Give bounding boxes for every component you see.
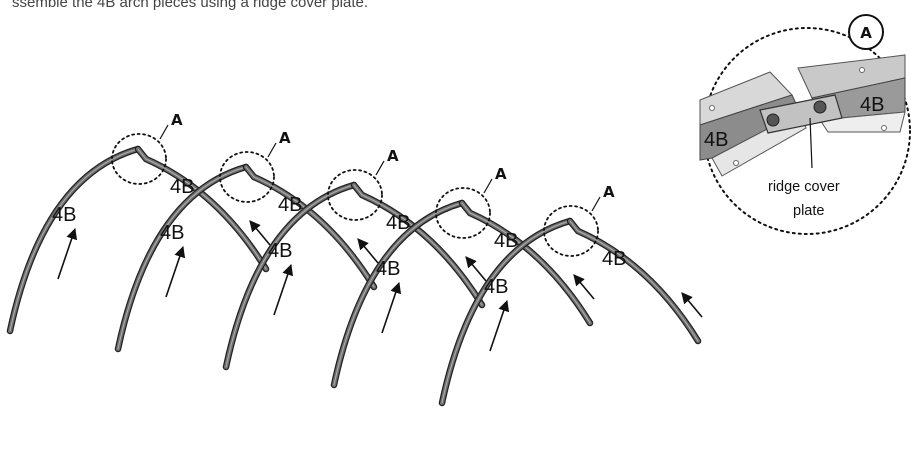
callout-leader [809,117,813,169]
arch-left-tube-highlight [333,202,463,386]
detail-leader [375,160,385,176]
arch-label-4b-right: 4B [386,212,410,234]
arch-right-tube-highlight [569,220,699,342]
assembly-arrow-left [165,245,186,298]
arch-right-tube-highlight [353,184,483,306]
arch-label-4b-left: 4B [484,276,508,298]
ridge-detail-circle [435,187,491,239]
detail-leader [483,178,493,194]
arch-left-tube-highlight [441,220,571,404]
ridge-detail-circle [111,133,167,185]
arch-frame: A 4B 4B [438,183,703,407]
arch-label-4b-left: 4B [268,240,292,262]
assembly-arrow-right [573,274,595,300]
arch-frame: A 4B 4B [330,165,595,389]
ridge-detail-circle [219,151,275,203]
detail-label-4b-right: 4B [860,94,884,116]
detail-view-a: 4B 4B ridge cover plate A [699,14,911,235]
detail-leader [267,142,277,158]
ridge-detail-circle [543,205,599,257]
bracket-hole-2 [733,160,739,166]
callout-label-line1: ridge cover [768,179,840,195]
arch-left-tube-highlight [225,184,355,368]
arch-label-4b-right: 4B [494,230,518,252]
arch-label-4b-right: 4B [278,194,302,216]
arch-frame: A 4B 4B [114,129,379,353]
arch-label-4b-left: 4B [160,222,184,244]
assembly-arrow-left [381,281,402,334]
detail-leader [591,196,601,212]
assembly-arrow-right [249,220,271,246]
assembly-arrow-left [489,299,510,352]
assembly-arrow-left [273,263,294,316]
bracket-hole-1 [709,105,715,111]
arch-right-tube-highlight [137,148,267,270]
arch-left-tube-highlight [9,148,139,332]
detail-marker-letter: A [860,24,872,42]
assembly-arrow-right [357,238,379,264]
arch-label-4b-left: 4B [376,258,400,280]
bracket-hole-3 [859,67,865,73]
assembly-arrow-left [57,227,78,280]
detail-leader [159,124,169,140]
arch-label-4b-left: 4B [52,204,76,226]
assembly-arrow-right [681,292,703,318]
arch-left-tube-highlight [117,166,247,350]
detail-marker-a: A [171,111,183,129]
plate-bolt-right [813,100,827,114]
plate-bolt-left [766,113,780,127]
arch-right-tube-highlight [461,202,591,324]
arch-right-tube-highlight [245,166,375,288]
detail-marker-a: A [603,183,615,201]
arch-label-4b-right: 4B [170,176,194,198]
arch-label-4b-right: 4B [602,248,626,270]
ridge-detail-circle [327,169,383,221]
callout-label-line2: plate [793,203,824,219]
instruction-caption: ssemble the 4B arch pieces using a ridge… [12,0,369,11]
detail-marker-a: A [495,165,507,183]
detail-marker-a: A [387,147,399,165]
arch-frame: A 4B 4B [222,147,487,371]
detail-marker-a: A [279,129,291,147]
detail-label-4b-left: 4B [704,129,728,151]
assembly-arrow-right [465,256,487,282]
bracket-hole-4 [881,125,887,131]
arch-frame: A 4B 4B [6,111,271,335]
detail-marker-badge [848,14,884,50]
